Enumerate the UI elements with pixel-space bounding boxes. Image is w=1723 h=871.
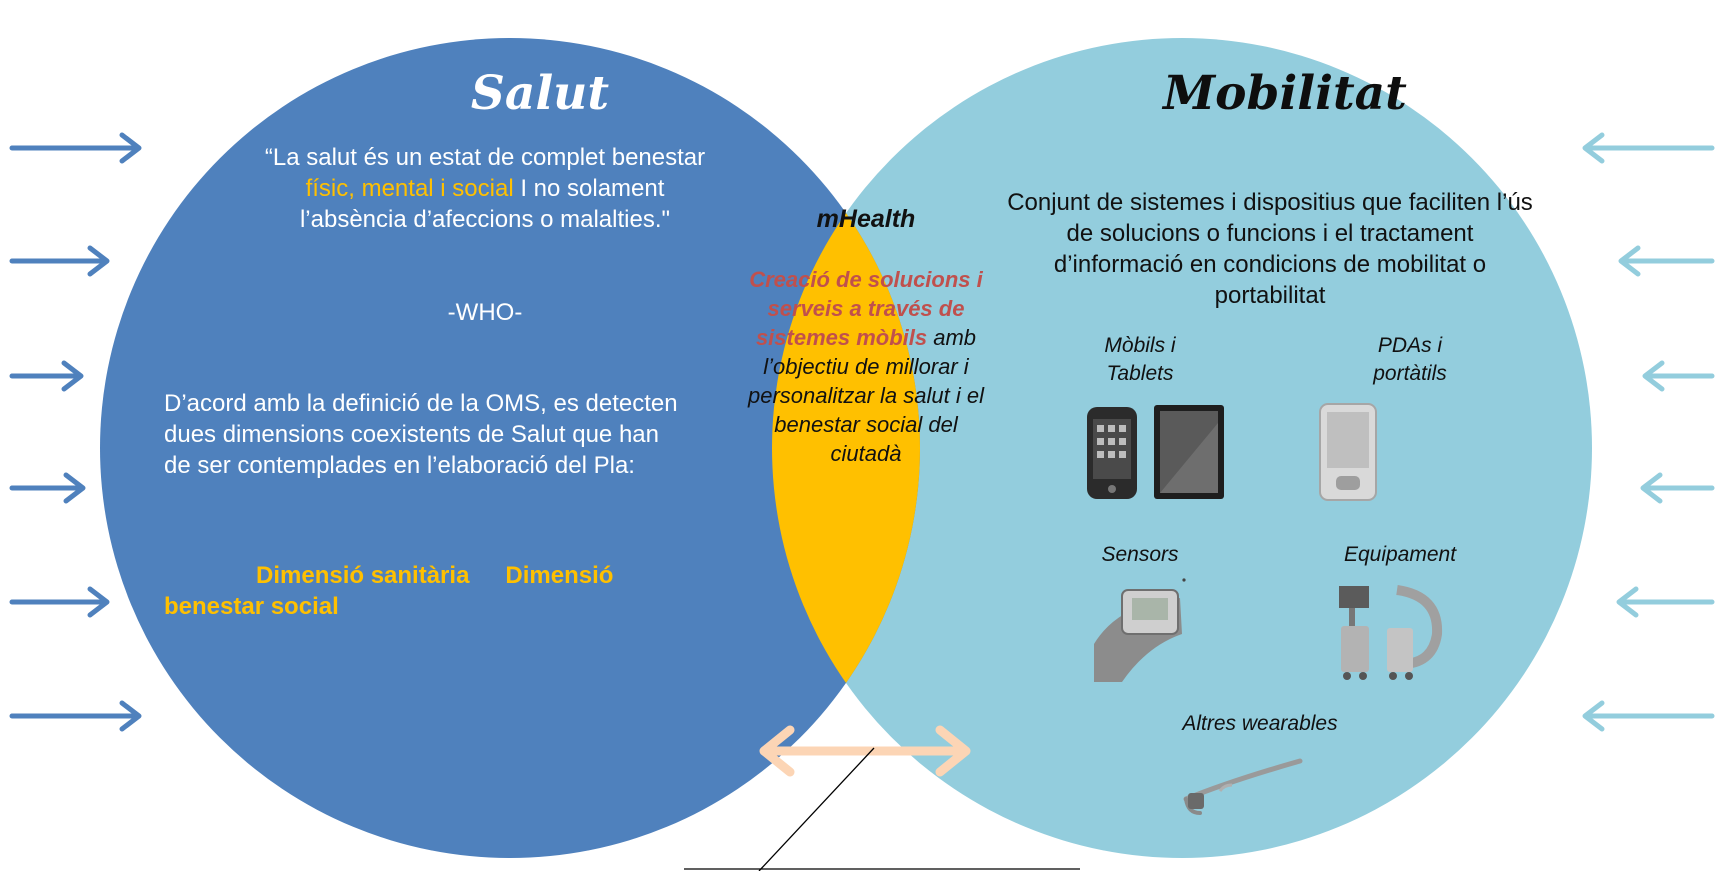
- mobilitat-title: Mobilitat: [1163, 66, 1407, 121]
- salut-title: Salut: [470, 66, 610, 121]
- dimension-benestar-social: Dimensió benestar social: [164, 562, 614, 620]
- salut-quote: “La salut és un estat de complet benesta…: [255, 142, 715, 235]
- category-sensors: Sensors: [1101, 543, 1179, 566]
- salut-circle: [100, 38, 920, 858]
- quote-source: -WHO-: [447, 299, 523, 326]
- mobilitat-definition: Conjunt de sistemes i dispositius que fa…: [1007, 189, 1533, 309]
- mhealth-description: Creació de solucions i serveis a través …: [741, 265, 991, 468]
- dimension-sanitaria: Dimensió sanitària: [256, 562, 470, 589]
- quote-highlight: físic, mental i social: [305, 175, 514, 202]
- mhealth-title: mHealth: [816, 205, 916, 233]
- quote-text-end: I no solament l’absència d’afeccions o m…: [299, 175, 671, 233]
- pda-icon: [1319, 403, 1377, 501]
- category-altres-wearables: Altres wearables: [1182, 712, 1338, 735]
- left-arrows: [9, 132, 142, 732]
- category-mobils-tablets: Mòbils i Tablets: [1104, 334, 1176, 385]
- smartphone-icon: [1087, 407, 1137, 499]
- mhealth-rest: amb l’objectiu de millorar i personalitz…: [747, 325, 984, 466]
- tablet-icon: [1154, 405, 1224, 499]
- medical-equipment-icon: [1339, 585, 1443, 680]
- category-pdas-portatils: PDAs i portàtils: [1373, 334, 1447, 385]
- quote-text-start: “La salut és un estat de complet benesta…: [264, 144, 706, 171]
- category-equipament: Equipament: [1343, 543, 1457, 566]
- double-arrow: [759, 725, 971, 777]
- wrist-sensor-icon: [1094, 578, 1186, 682]
- callout-line: [684, 747, 1080, 871]
- right-arrows: [1582, 132, 1715, 732]
- smart-glasses-icon: [1183, 758, 1303, 815]
- mhealth-highlight: Creació de solucions i serveis a través …: [749, 267, 983, 350]
- salut-definition: D’acord amb la definició de la OMS, es d…: [164, 390, 678, 479]
